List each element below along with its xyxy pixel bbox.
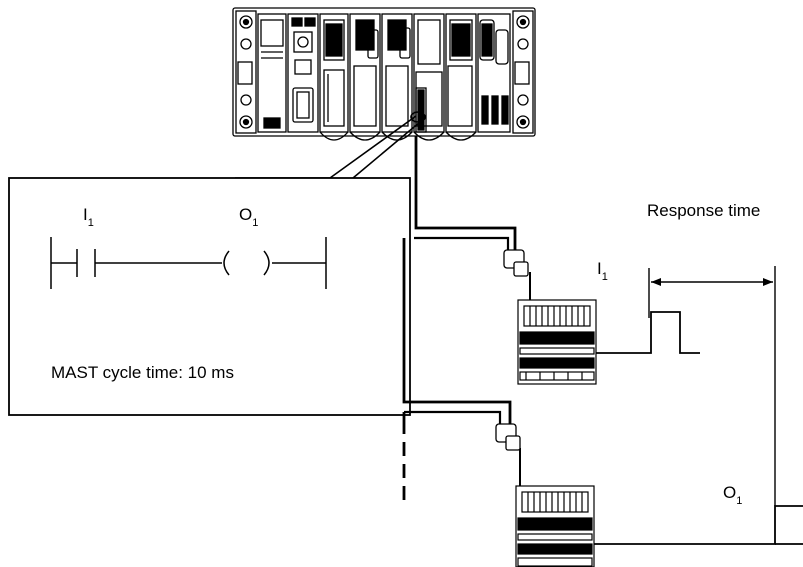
plc-rack	[232, 7, 536, 141]
tap-connector	[495, 249, 529, 451]
coil-left-arc	[223, 250, 230, 276]
input-signal-label: I1	[597, 259, 608, 283]
ladder-rung	[50, 237, 327, 289]
input-signal-trace	[596, 311, 700, 354]
ladder-logic-box	[8, 177, 411, 416]
cycle-time-text: MAST cycle time: 10 ms	[51, 363, 234, 382]
coil-label: O1	[239, 205, 258, 229]
dimension-arrowheads	[651, 278, 773, 286]
network-cable	[402, 136, 531, 500]
coil-right-arc	[263, 250, 270, 276]
output-signal-label: O1	[723, 483, 742, 507]
contact-label: I1	[83, 205, 94, 229]
io-module-input	[517, 299, 597, 385]
output-signal-trace	[594, 505, 803, 545]
response-time-label: Response time	[647, 201, 760, 220]
response-time-dimension	[648, 266, 776, 506]
io-module-output	[515, 485, 595, 567]
